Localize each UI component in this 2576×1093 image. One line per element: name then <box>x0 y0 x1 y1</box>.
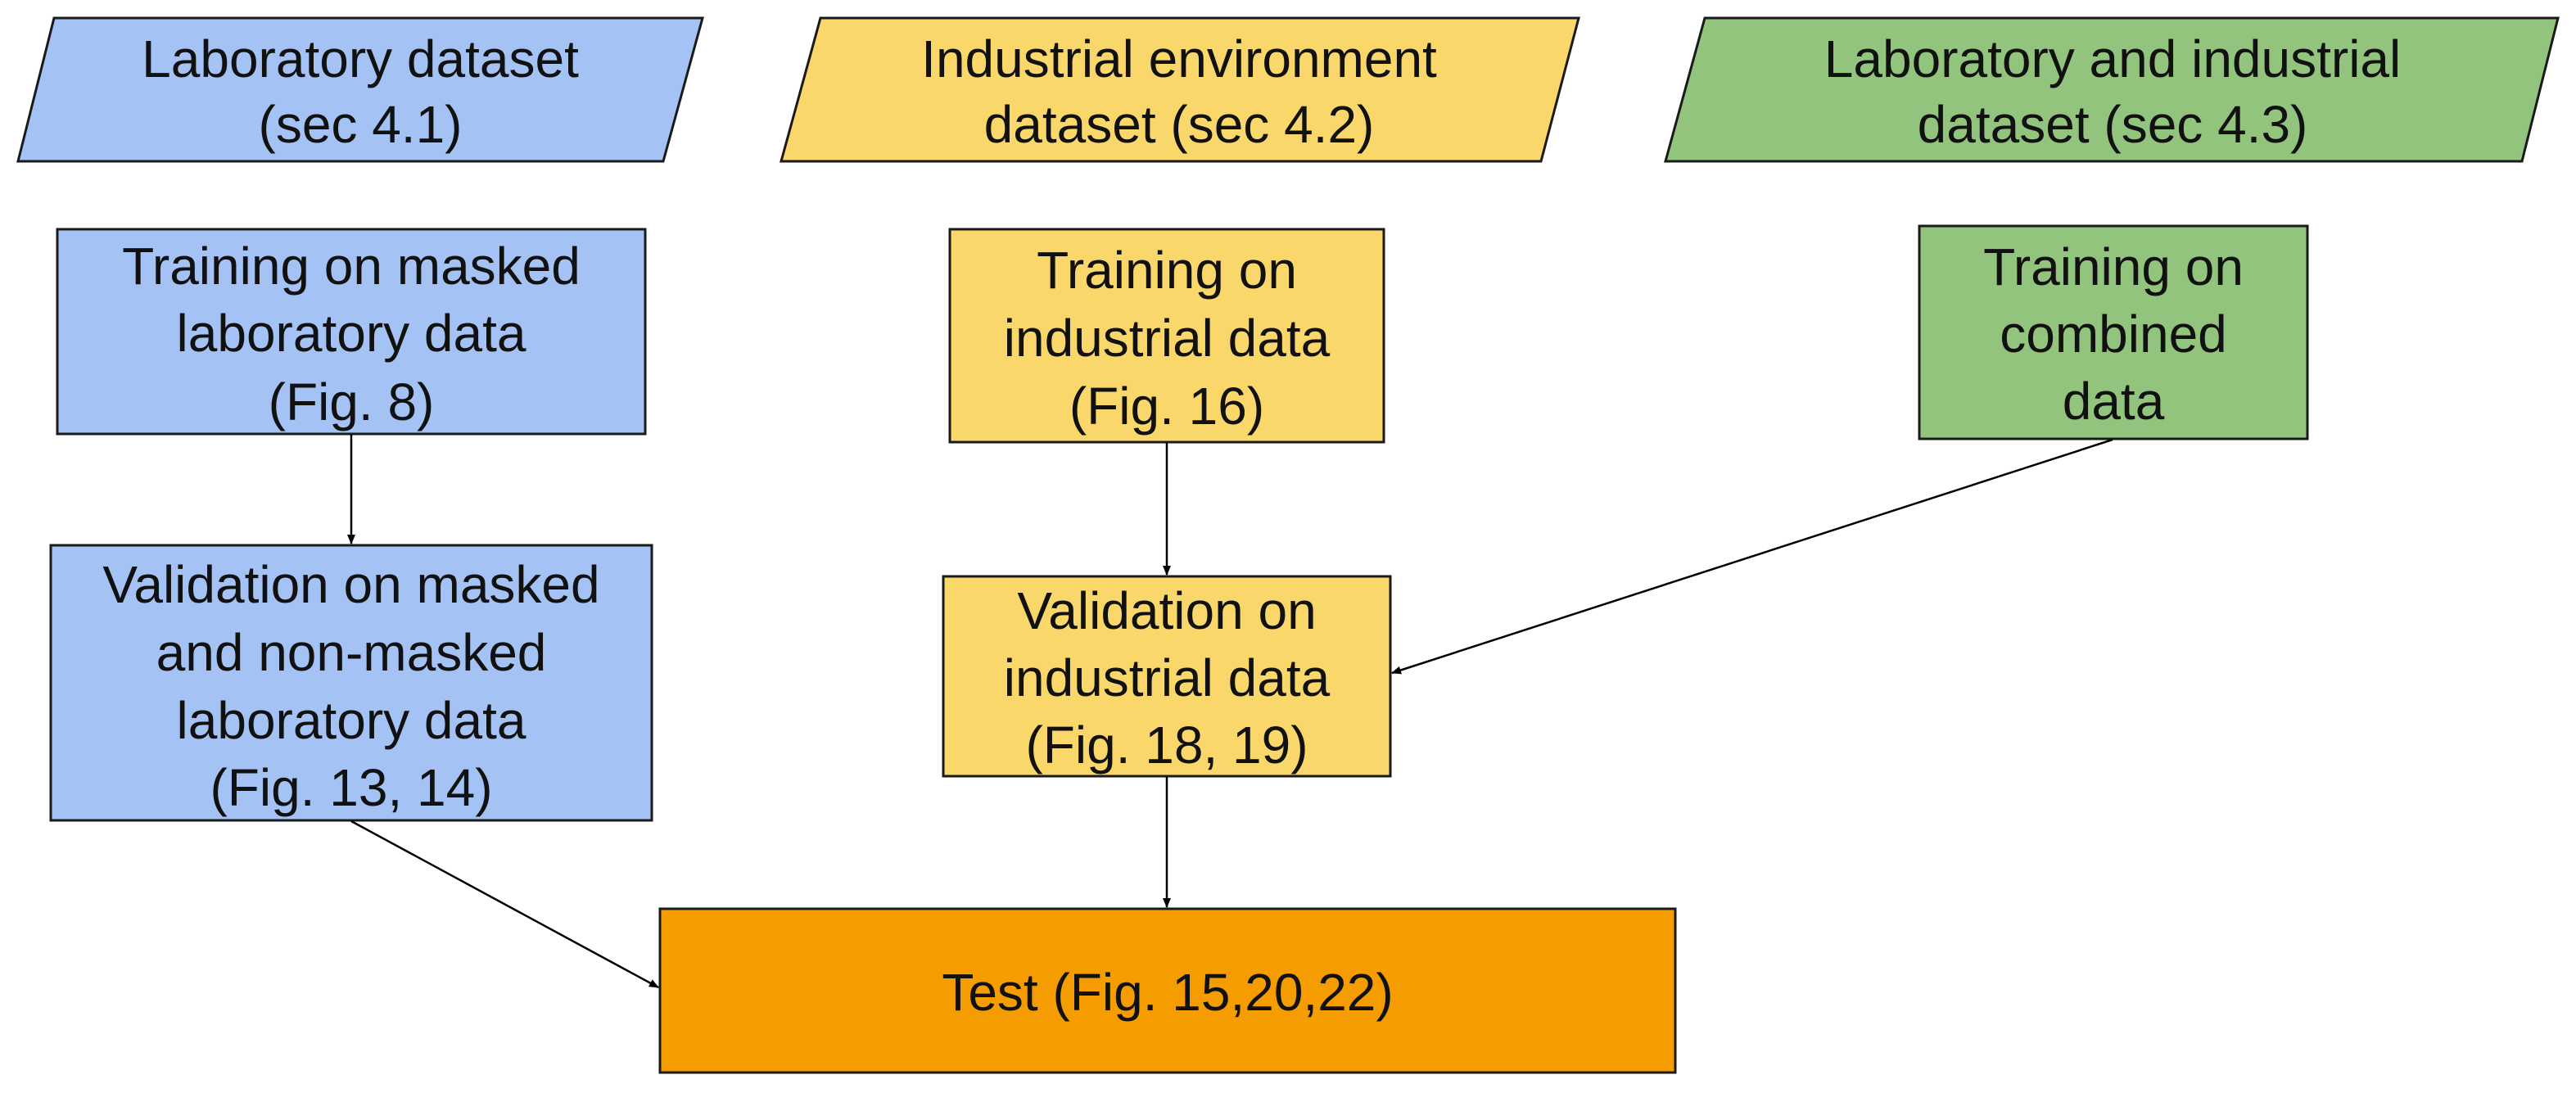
arrow-validation-lab-to-test <box>350 820 659 989</box>
validation-lab-box <box>49 544 653 822</box>
validation-lab: Validation on masked and non-masked labo… <box>49 544 653 822</box>
arrow-training-combined-to-validation-industrial <box>1391 438 2113 675</box>
training-combined-line-2: combined <box>2000 305 2227 364</box>
training-lab-line-1: Training on masked <box>122 237 581 296</box>
dataset-industrial-shape <box>780 16 1580 163</box>
training-combined-line-1: Training on <box>1983 237 2244 296</box>
training-lab: Training on masked laboratory data (Fig.… <box>56 228 647 436</box>
training-combined-box <box>1918 224 2309 440</box>
dataset-combined-line-1: Laboratory and industrial <box>1824 29 2401 88</box>
training-industrial-box <box>948 228 1385 444</box>
validation-industrial-line-1: Validation on <box>1017 581 1316 640</box>
validation-industrial-box <box>942 575 1392 778</box>
training-industrial: Training on industrial data (Fig. 16) <box>948 228 1385 444</box>
validation-industrial-line-3: (Fig. 18, 19) <box>1025 716 1308 775</box>
validation-lab-line-1: Validation on masked <box>102 555 599 614</box>
dataset-lab-line-2: (sec 4.1) <box>259 95 463 154</box>
test: Test (Fig. 15,20,22) <box>658 907 1677 1074</box>
training-lab-line-3: (Fig. 8) <box>269 373 435 431</box>
training-industrial-line-3: (Fig. 16) <box>1069 377 1264 436</box>
training-lab-line-2: laboratory data <box>177 304 526 363</box>
training-industrial-line-1: Training on <box>1037 241 1297 300</box>
validation-industrial-line-2: industrial data <box>1004 648 1331 707</box>
dataset-industrial-line-2: dataset (sec 4.2) <box>984 95 1375 154</box>
test-box <box>658 907 1677 1074</box>
dataset-combined-shape <box>1664 16 2560 163</box>
training-lab-box <box>56 228 647 436</box>
validation-lab-line-3: laboratory data <box>177 691 526 750</box>
dataset-industrial-line-1: Industrial environment <box>921 29 1437 88</box>
dataset-lab-shape <box>16 16 704 163</box>
dataset-combined: Laboratory and industrial dataset (sec 4… <box>1664 16 2560 163</box>
training-combined: Training on combined data <box>1918 224 2309 440</box>
training-combined-line-3: data <box>2063 372 2165 431</box>
validation-lab-line-4: (Fig. 13, 14) <box>210 758 492 817</box>
validation-lab-line-2: and non-masked <box>156 623 547 682</box>
dataset-industrial: Industrial environment dataset (sec 4.2) <box>780 16 1580 163</box>
dataset-lab-line-1: Laboratory dataset <box>142 29 579 88</box>
dataset-combined-line-2: dataset (sec 4.3) <box>1918 95 2308 154</box>
validation-industrial: Validation on industrial data (Fig. 18, … <box>942 575 1392 778</box>
training-industrial-line-2: industrial data <box>1004 309 1331 368</box>
test-label: Test (Fig. 15,20,22) <box>942 963 1393 1022</box>
dataset-lab: Laboratory dataset (sec 4.1) <box>16 16 704 163</box>
